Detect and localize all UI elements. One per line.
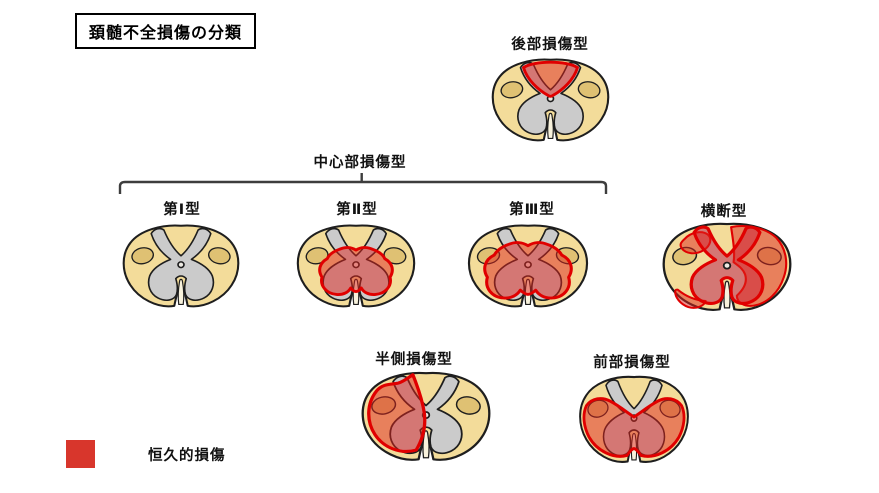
label-central: 中心部損傷型	[313, 155, 407, 171]
cord-diagram-central-type1	[114, 220, 248, 313]
central-group-bracket	[118, 173, 608, 194]
label-type3: 第Ⅲ型	[509, 202, 555, 218]
cord-diagram-central-type2	[288, 220, 424, 313]
injury-overlay-posterior	[522, 60, 579, 98]
label-posterior: 後部損傷型	[511, 37, 589, 53]
label-type1: 第Ⅰ型	[163, 202, 201, 218]
legend: 恒久的損傷	[66, 440, 226, 468]
injury-overlay-hemisection	[367, 373, 427, 453]
legend-red-swatch	[66, 440, 95, 468]
page-title: 頚髄不全損傷の分類	[75, 13, 257, 49]
cord-diagram-posterior	[483, 54, 618, 147]
cord-diagram-hemisection	[352, 367, 500, 467]
label-anterior: 前部損傷型	[593, 355, 671, 371]
central-canal	[722, 261, 732, 270]
legend-label: 恒久的損傷	[148, 447, 226, 464]
cord-diagram-transverse	[653, 218, 801, 317]
label-type2: 第Ⅱ型	[336, 202, 378, 218]
label-hemisection: 半側損傷型	[375, 352, 453, 368]
injury-overlay-type2	[318, 246, 394, 296]
injury-overlay-type3	[483, 241, 573, 300]
cord-diagram-anterior	[571, 371, 697, 469]
injury-overlay-anterior	[582, 397, 686, 458]
cord-diagram-central-type3	[459, 220, 597, 313]
label-transverse: 横断型	[700, 204, 748, 220]
